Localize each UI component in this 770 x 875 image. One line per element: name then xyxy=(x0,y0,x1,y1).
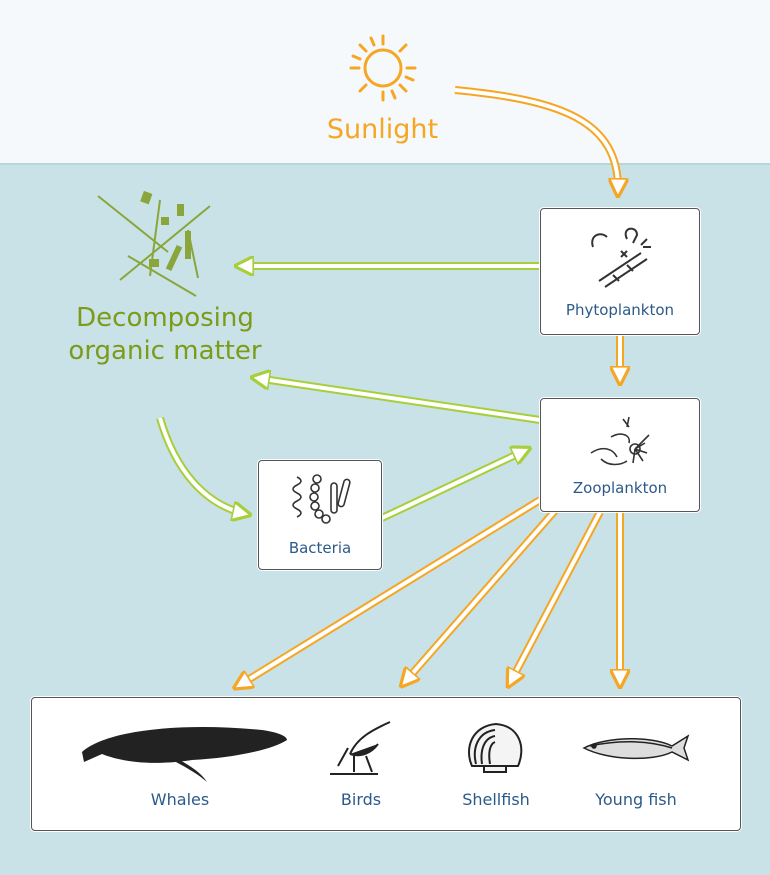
bacteria-box: Bacteria xyxy=(258,460,382,570)
bacteria-label: Bacteria xyxy=(288,539,352,557)
debris-icon xyxy=(97,190,211,297)
fish-icon xyxy=(582,734,690,762)
birds-label: Birds xyxy=(340,790,382,809)
consumer-icons xyxy=(80,721,690,782)
sky-area xyxy=(0,0,770,164)
zooplankton-label: Zooplankton xyxy=(572,479,668,497)
consumers-box: Whales Birds Shellfish Young fish xyxy=(31,697,741,831)
phytoplankton-box: Phytoplankton xyxy=(540,208,700,335)
decomposing-matter-label: Decomposing organic matter xyxy=(68,303,262,366)
zooplankton-box: Zooplankton xyxy=(540,398,700,512)
shellfish-label: Shellfish xyxy=(462,790,530,809)
whale-icon xyxy=(80,727,287,782)
phytoplankton-icon xyxy=(591,227,651,288)
young-fish-label: Young fish xyxy=(595,790,677,809)
zooplankton-icon xyxy=(590,416,650,466)
water-surface xyxy=(0,163,770,165)
phytoplankton-label: Phytoplankton xyxy=(565,301,675,319)
decomposition-arrows xyxy=(156,266,541,518)
bacteria-icon xyxy=(292,474,351,524)
sun-icon xyxy=(349,34,417,102)
bird-icon xyxy=(330,721,391,775)
whales-label: Whales xyxy=(150,790,210,809)
sunlight-label: Sunlight xyxy=(326,114,439,145)
shellfish-icon xyxy=(468,722,523,773)
energy-arrows xyxy=(238,86,620,686)
